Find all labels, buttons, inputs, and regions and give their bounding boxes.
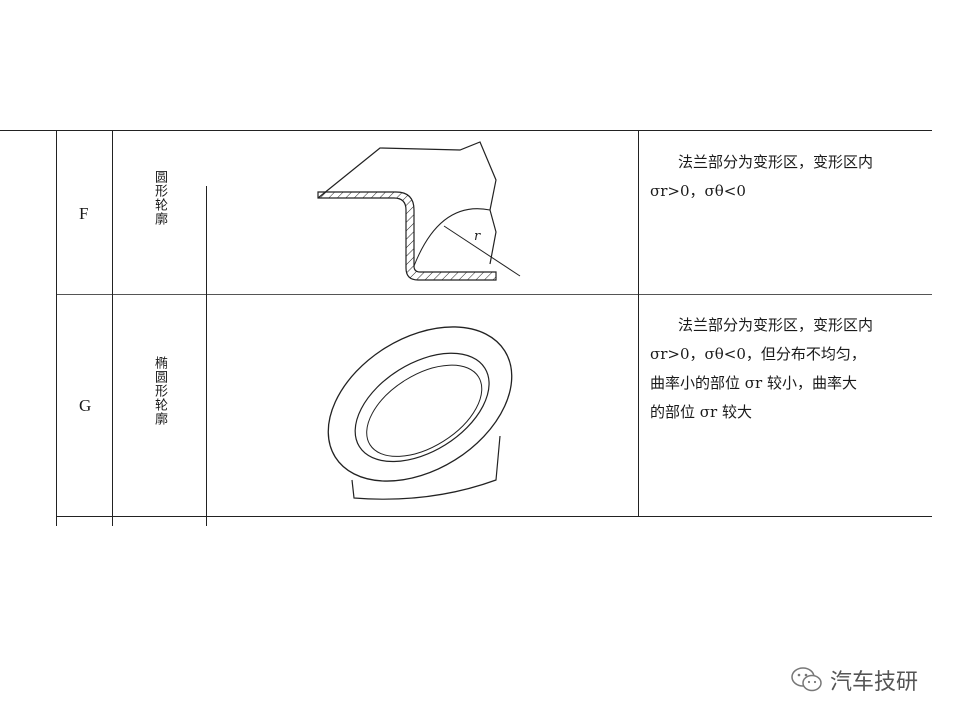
table-bottom-border bbox=[56, 516, 932, 517]
col-line-4 bbox=[638, 130, 639, 516]
elliptical-flange-figure bbox=[327, 326, 513, 500]
row-shape-name-g: 椭圆形轮廓 bbox=[152, 356, 167, 426]
row-description-g: 法兰部分为变形区，变形区内 σr>0，σθ<0，但分布不均匀， 曲率小的部位 σ… bbox=[650, 311, 940, 427]
desc-line: σr>0，σθ<0 bbox=[650, 182, 746, 200]
row-shape-name-f: 圆形轮廓 bbox=[152, 170, 167, 226]
desc-line: 法兰部分为变形区，变形区内 bbox=[678, 153, 874, 171]
col-line-3 bbox=[206, 186, 207, 526]
desc-line: 的部位 σr 较大 bbox=[650, 403, 752, 421]
row-divider bbox=[56, 294, 932, 295]
table-top-border bbox=[0, 130, 932, 131]
radius-label: r bbox=[474, 229, 481, 244]
watermark-text: 汽车技研 bbox=[830, 670, 919, 695]
circular-flange-figure: r bbox=[317, 141, 521, 281]
desc-line: 曲率小的部位 σr 较小，曲率大 bbox=[650, 374, 857, 392]
desc-line: 法兰部分为变形区，变形区内 bbox=[678, 316, 874, 334]
row-description-f: 法兰部分为变形区，变形区内 σr>0，σθ<0 bbox=[650, 148, 930, 206]
watermark: 汽车技研 bbox=[790, 664, 918, 696]
row-code-g: G bbox=[79, 396, 92, 415]
col-line-1 bbox=[56, 130, 57, 526]
wechat-icon bbox=[791, 667, 822, 692]
col-line-2 bbox=[112, 130, 113, 526]
desc-line: σr>0，σθ<0，但分布不均匀， bbox=[650, 345, 866, 363]
row-code-f: F bbox=[79, 204, 89, 223]
